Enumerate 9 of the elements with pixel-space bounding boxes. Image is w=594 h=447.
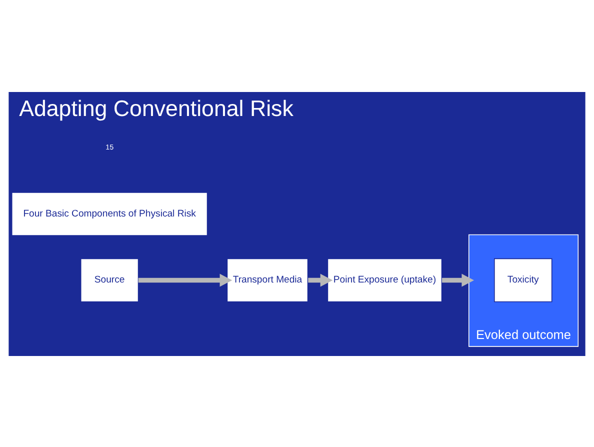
diagram-title: Adapting Conventional Risk (19, 96, 294, 121)
node-box: Toxicity (494, 258, 552, 302)
arrow (442, 273, 474, 286)
arrow (138, 273, 232, 286)
arrow (308, 273, 333, 286)
node-box: Transport Media (226, 258, 308, 302)
node-box: Point Exposure (uptake) (327, 258, 442, 302)
node-box: Source (80, 258, 139, 302)
node-box: Four Basic Components of Physical Risk (11, 192, 208, 236)
